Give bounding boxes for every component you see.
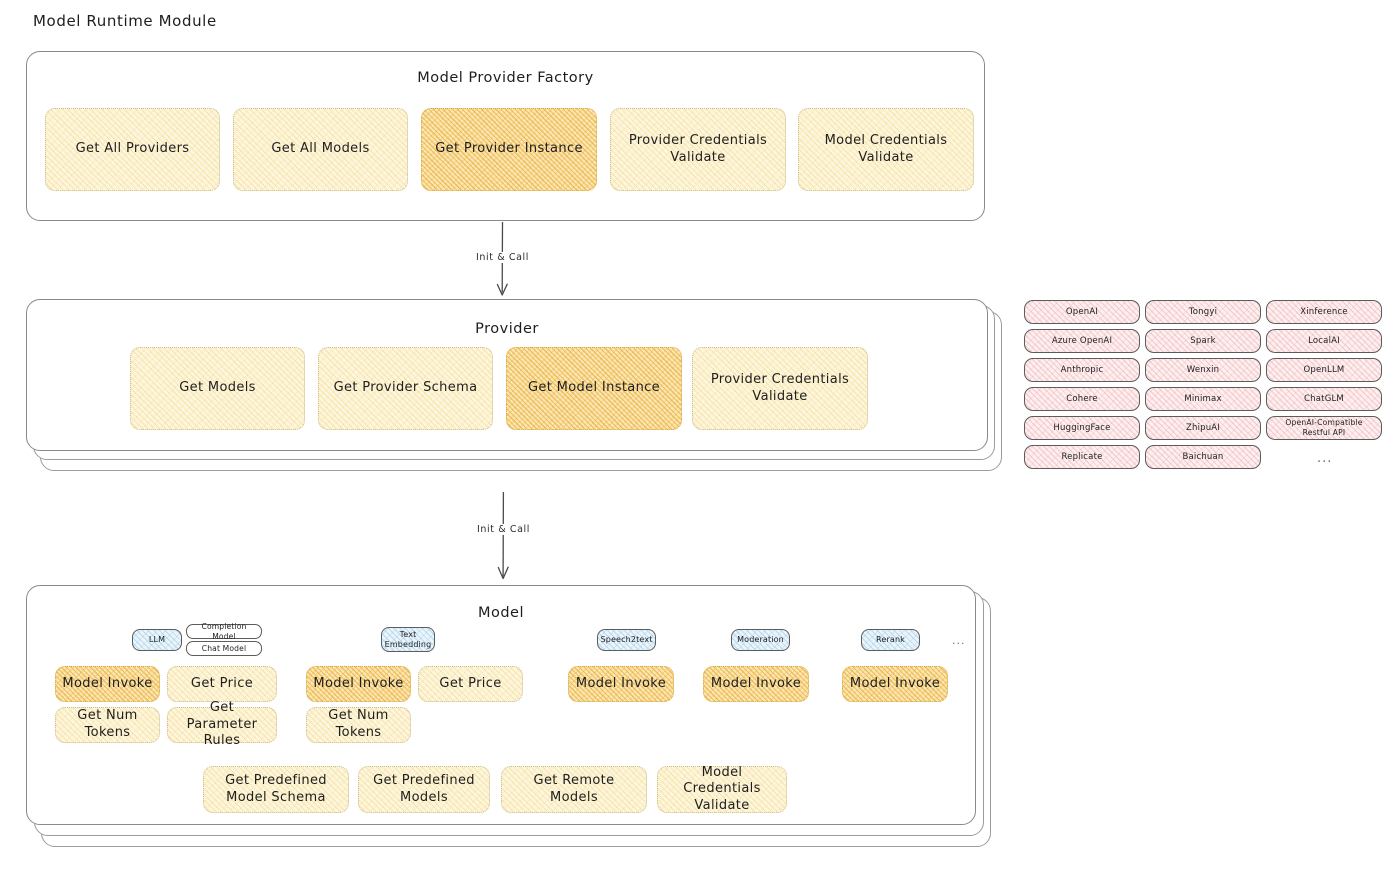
model-type-chip-speech2text[interactable]: Speech2text xyxy=(597,629,656,651)
vendor-chip-openai[interactable]: OpenAI xyxy=(1024,300,1140,324)
vendor-chip-wenxin[interactable]: Wenxin xyxy=(1145,358,1261,382)
vendor-chip-replicate[interactable]: Replicate xyxy=(1024,445,1140,469)
provider-node-provider-credentials-validate[interactable]: Provider Credentials Validate xyxy=(692,347,868,430)
model-title: Model xyxy=(477,605,525,621)
vendor-chip-chatglm[interactable]: ChatGLM xyxy=(1266,387,1382,411)
vendor-chip-anthropic[interactable]: Anthropic xyxy=(1024,358,1140,382)
vendor-chip-minimax[interactable]: Minimax xyxy=(1145,387,1261,411)
moderation-method-model-invoke[interactable]: Model Invoke xyxy=(703,666,809,702)
factory-node-get-all-providers[interactable]: Get All Providers xyxy=(45,108,220,191)
vendor-chip-openllm[interactable]: OpenLLM xyxy=(1266,358,1382,382)
llm-method-model-invoke[interactable]: Model Invoke xyxy=(55,666,160,702)
arrow-label-init-and-call-2: Init & Call xyxy=(474,524,533,535)
provider-node-get-model-instance[interactable]: Get Model Instance xyxy=(506,347,682,430)
factory-node-model-credentials-validate[interactable]: Model Credentials Validate xyxy=(798,108,974,191)
vendor-chip-zhipuai[interactable]: ZhipuAI xyxy=(1145,416,1261,440)
factory-node-provider-credentials-validate[interactable]: Provider Credentials Validate xyxy=(610,108,786,191)
model-type-chip-moderation[interactable]: Moderation xyxy=(731,629,790,651)
factory-node-get-all-models[interactable]: Get All Models xyxy=(233,108,408,191)
model-common-method-get-predefined-models[interactable]: Get Predefined Models xyxy=(358,766,490,813)
provider-title: Provider xyxy=(475,321,539,337)
vendor-chip-openai-compatible-restful-api[interactable]: OpenAI-Compatible Restful API xyxy=(1266,416,1382,440)
text-embedding-method-model-invoke[interactable]: Model Invoke xyxy=(306,666,411,702)
arrow-provider-to-model xyxy=(488,491,518,584)
llm-method-get-num-tokens[interactable]: Get Num Tokens xyxy=(55,707,160,743)
provider-node-get-models[interactable]: Get Models xyxy=(130,347,305,430)
rerank-method-model-invoke[interactable]: Model Invoke xyxy=(842,666,948,702)
model-type-chip-llm[interactable]: LLM xyxy=(132,629,182,651)
page-title: Model Runtime Module xyxy=(33,12,217,30)
vendor-chip-localai[interactable]: LocalAI xyxy=(1266,329,1382,353)
model-types-more-ellipsis: ... xyxy=(952,634,966,647)
arrow-label-init-and-call-1: Init & Call xyxy=(473,252,532,263)
speech2text-method-model-invoke[interactable]: Model Invoke xyxy=(568,666,674,702)
vendor-list-more-ellipsis: ... xyxy=(1317,451,1333,466)
provider-node-get-provider-schema[interactable]: Get Provider Schema xyxy=(318,347,493,430)
model-subtype-chip-completion-model[interactable]: Completion Model xyxy=(186,622,262,641)
model-common-method-model-credentials-validate[interactable]: Model Credentials Validate xyxy=(657,765,787,813)
vendor-chip-huggingface[interactable]: HuggingFace xyxy=(1024,416,1140,440)
vendor-chip-baichuan[interactable]: Baichuan xyxy=(1145,445,1261,469)
model-type-chip-text-embedding[interactable]: Text Embedding xyxy=(381,627,435,652)
llm-method-get-price[interactable]: Get Price xyxy=(167,666,277,702)
model-common-method-get-predefined-model-schema[interactable]: Get Predefined Model Schema xyxy=(203,766,349,813)
model-type-chip-rerank[interactable]: Rerank xyxy=(861,629,920,651)
factory-node-get-provider-instance[interactable]: Get Provider Instance xyxy=(421,108,597,191)
provider-box: Provider Get Models Get Provider Schema … xyxy=(26,299,988,451)
vendor-chip-cohere[interactable]: Cohere xyxy=(1024,387,1140,411)
factory-title: Model Provider Factory xyxy=(417,70,594,86)
provider-vendor-list: OpenAI Azure OpenAI Anthropic Cohere Hug… xyxy=(1024,300,1384,475)
text-embedding-method-get-price[interactable]: Get Price xyxy=(418,666,523,702)
model-subtype-chip-chat-model[interactable]: Chat Model xyxy=(186,641,262,656)
model-common-method-get-remote-models[interactable]: Get Remote Models xyxy=(501,766,647,813)
llm-method-get-parameter-rules[interactable]: Get Parameter Rules xyxy=(167,700,277,748)
model-provider-factory-box: Model Provider Factory Get All Providers… xyxy=(26,51,985,221)
vendor-chip-tongyi[interactable]: Tongyi xyxy=(1145,300,1261,324)
text-embedding-method-get-num-tokens[interactable]: Get Num Tokens xyxy=(306,707,411,743)
vendor-chip-xinference[interactable]: Xinference xyxy=(1266,300,1382,324)
model-box: Model LLM Completion Model Chat Model Mo… xyxy=(26,585,976,825)
vendor-chip-azure-openai[interactable]: Azure OpenAI xyxy=(1024,329,1140,353)
vendor-chip-spark[interactable]: Spark xyxy=(1145,329,1261,353)
